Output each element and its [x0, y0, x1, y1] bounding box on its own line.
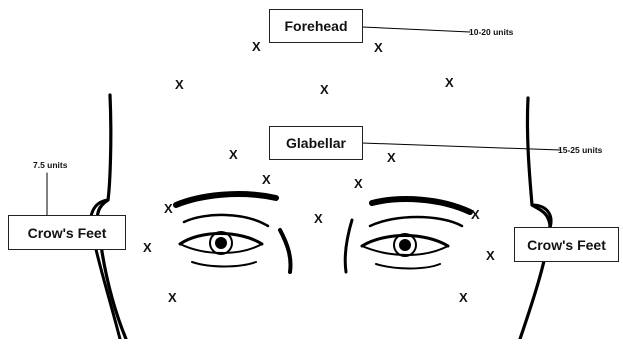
injection-marker: X — [445, 75, 454, 90]
lid-crease-left — [182, 213, 270, 228]
face-outline-right — [518, 96, 552, 341]
injection-marker: X — [229, 147, 238, 162]
eyebrow-right — [369, 196, 473, 215]
lid-crease-right — [368, 215, 464, 228]
injection-marker: X — [354, 176, 363, 191]
injection-marker: X — [374, 40, 383, 55]
pupil-left — [215, 237, 227, 249]
dose-crows-feet: 7.5 units — [33, 160, 68, 170]
injection-marker: X — [175, 77, 184, 92]
dose-forehead: 10-20 units — [469, 27, 514, 37]
iris-left — [209, 231, 233, 255]
nose-line-right — [343, 218, 354, 274]
eye-left-upper — [178, 232, 264, 246]
injection-marker: X — [486, 248, 495, 263]
leader-glabellar — [361, 142, 561, 151]
dose-glabellar: 15-25 units — [558, 145, 603, 155]
injection-marker: X — [262, 172, 271, 187]
injection-marker: X — [320, 82, 329, 97]
injection-marker: X — [387, 150, 396, 165]
iris-right — [393, 233, 417, 257]
under-eye-right — [375, 263, 441, 270]
injection-marker: X — [471, 207, 480, 222]
pupil-right — [399, 239, 411, 251]
ear-right — [530, 203, 553, 230]
label-crows-feet-left: Crow's Feet — [8, 215, 126, 250]
leader-forehead — [361, 26, 471, 33]
label-forehead: Forehead — [269, 9, 363, 43]
eyebrow-left — [173, 191, 279, 208]
under-eye-left — [191, 261, 257, 268]
injection-marker: X — [164, 201, 173, 216]
injection-marker: X — [314, 211, 323, 226]
injection-marker: X — [252, 39, 261, 54]
label-crows-feet-right: Crow's Feet — [514, 227, 619, 262]
injection-marker: X — [143, 240, 152, 255]
nose-line-left — [278, 228, 293, 274]
label-glabellar: Glabellar — [269, 126, 363, 160]
injection-marker: X — [459, 290, 468, 305]
injection-marker: X — [168, 290, 177, 305]
face-outline-left — [95, 93, 128, 341]
eye-right-upper — [360, 234, 450, 248]
